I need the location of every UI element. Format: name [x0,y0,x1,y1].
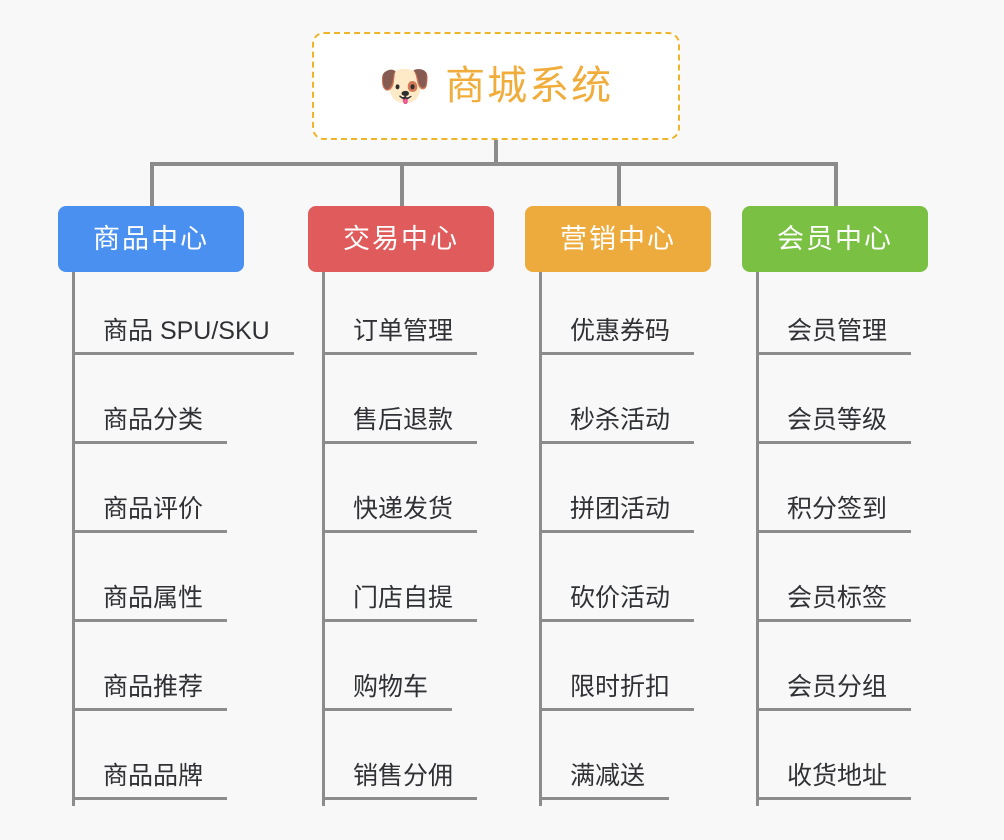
list-item[interactable]: 会员等级 [759,361,928,450]
branch-marketing-center: 营销中心优惠券码秒杀活动拼团活动砍价活动限时折扣满减送 [525,206,711,806]
list-item[interactable]: 会员标签 [759,539,928,628]
list-item[interactable]: 订单管理 [325,272,494,361]
list-item-label: 优惠券码 [542,317,695,355]
list-item-label: 商品属性 [75,584,228,622]
list-item-label: 商品品牌 [75,762,228,800]
list-item[interactable]: 商品分类 [75,361,294,450]
list-item[interactable]: 门店自提 [325,539,494,628]
list-item-label: 秒杀活动 [542,406,695,444]
connector-drop-trade-center [400,162,404,208]
list-item-label: 积分签到 [759,495,912,533]
connector-drop-member-center [834,162,838,208]
branch-header-label: 商品中心 [93,223,209,254]
branch-item-list-trade-center: 订单管理售后退款快递发货门店自提购物车销售分佣 [322,272,494,806]
list-item-label: 会员标签 [759,584,912,622]
branch-member-center: 会员中心会员管理会员等级积分签到会员标签会员分组收货地址 [742,206,928,806]
list-item[interactable]: 销售分佣 [325,717,494,806]
list-item-label: 销售分佣 [325,762,478,800]
branch-header-label: 交易中心 [343,223,459,254]
list-item[interactable]: 秒杀活动 [542,361,711,450]
connector-root-stem [494,140,498,164]
branch-header-product-center[interactable]: 商品中心 [58,206,244,272]
dog-face-icon: 🐶 [378,62,432,109]
list-item-label: 商品评价 [75,495,228,533]
branch-item-list-product-center: 商品 SPU/SKU 商品分类商品评价商品属性商品推荐商品品牌 [72,272,294,806]
list-item[interactable]: 收货地址 [759,717,928,806]
branch-header-trade-center[interactable]: 交易中心 [308,206,494,272]
list-item-label: 收货地址 [759,762,912,800]
connector-drop-product-center [150,162,154,208]
list-item[interactable]: 砍价活动 [542,539,711,628]
list-item-label: 满减送 [542,762,670,800]
list-item-label: 商品分类 [75,406,228,444]
list-item[interactable]: 满减送 [542,717,711,806]
list-item-label: 拼团活动 [542,495,695,533]
branch-trade-center: 交易中心订单管理售后退款快递发货门店自提购物车销售分佣 [308,206,494,806]
branch-product-center: 商品中心商品 SPU/SKU 商品分类商品评价商品属性商品推荐商品品牌 [58,206,294,806]
list-item[interactable]: 商品品牌 [75,717,294,806]
list-item-label: 门店自提 [325,584,478,622]
page-title: 商城系统 [445,64,614,108]
list-item-label: 会员分组 [759,673,912,711]
connector-horizontal-bus [150,162,838,166]
list-item[interactable]: 会员分组 [759,628,928,717]
list-item-label: 会员等级 [759,406,912,444]
list-item-label: 订单管理 [325,317,478,355]
list-item[interactable]: 商品评价 [75,450,294,539]
branch-item-list-member-center: 会员管理会员等级积分签到会员标签会员分组收货地址 [756,272,928,806]
list-item[interactable]: 拼团活动 [542,450,711,539]
list-item[interactable]: 优惠券码 [542,272,711,361]
list-item[interactable]: 会员管理 [759,272,928,361]
list-item-label: 快递发货 [325,495,478,533]
list-item-label: 商品推荐 [75,673,228,711]
list-item-label: 会员管理 [759,317,912,355]
list-item-label: 购物车 [325,673,453,711]
branch-item-list-marketing-center: 优惠券码秒杀活动拼团活动砍价活动限时折扣满减送 [539,272,711,806]
root-node[interactable]: 🐶 商城系统 [312,32,680,140]
connector-drop-marketing-center [617,162,621,208]
list-item[interactable]: 购物车 [325,628,494,717]
branch-header-label: 会员中心 [777,223,893,254]
list-item[interactable]: 商品属性 [75,539,294,628]
list-item[interactable]: 积分签到 [759,450,928,539]
list-item[interactable]: 售后退款 [325,361,494,450]
branch-header-label: 营销中心 [560,223,676,254]
list-item-label: 商品 SPU/SKU [75,317,294,355]
branch-header-marketing-center[interactable]: 营销中心 [525,206,711,272]
list-item-label: 砍价活动 [542,584,695,622]
list-item-label: 限时折扣 [542,673,695,711]
list-item[interactable]: 商品 SPU/SKU [75,272,294,361]
list-item[interactable]: 快递发货 [325,450,494,539]
list-item-label: 售后退款 [325,406,478,444]
list-item[interactable]: 商品推荐 [75,628,294,717]
list-item[interactable]: 限时折扣 [542,628,711,717]
branch-header-member-center[interactable]: 会员中心 [742,206,928,272]
